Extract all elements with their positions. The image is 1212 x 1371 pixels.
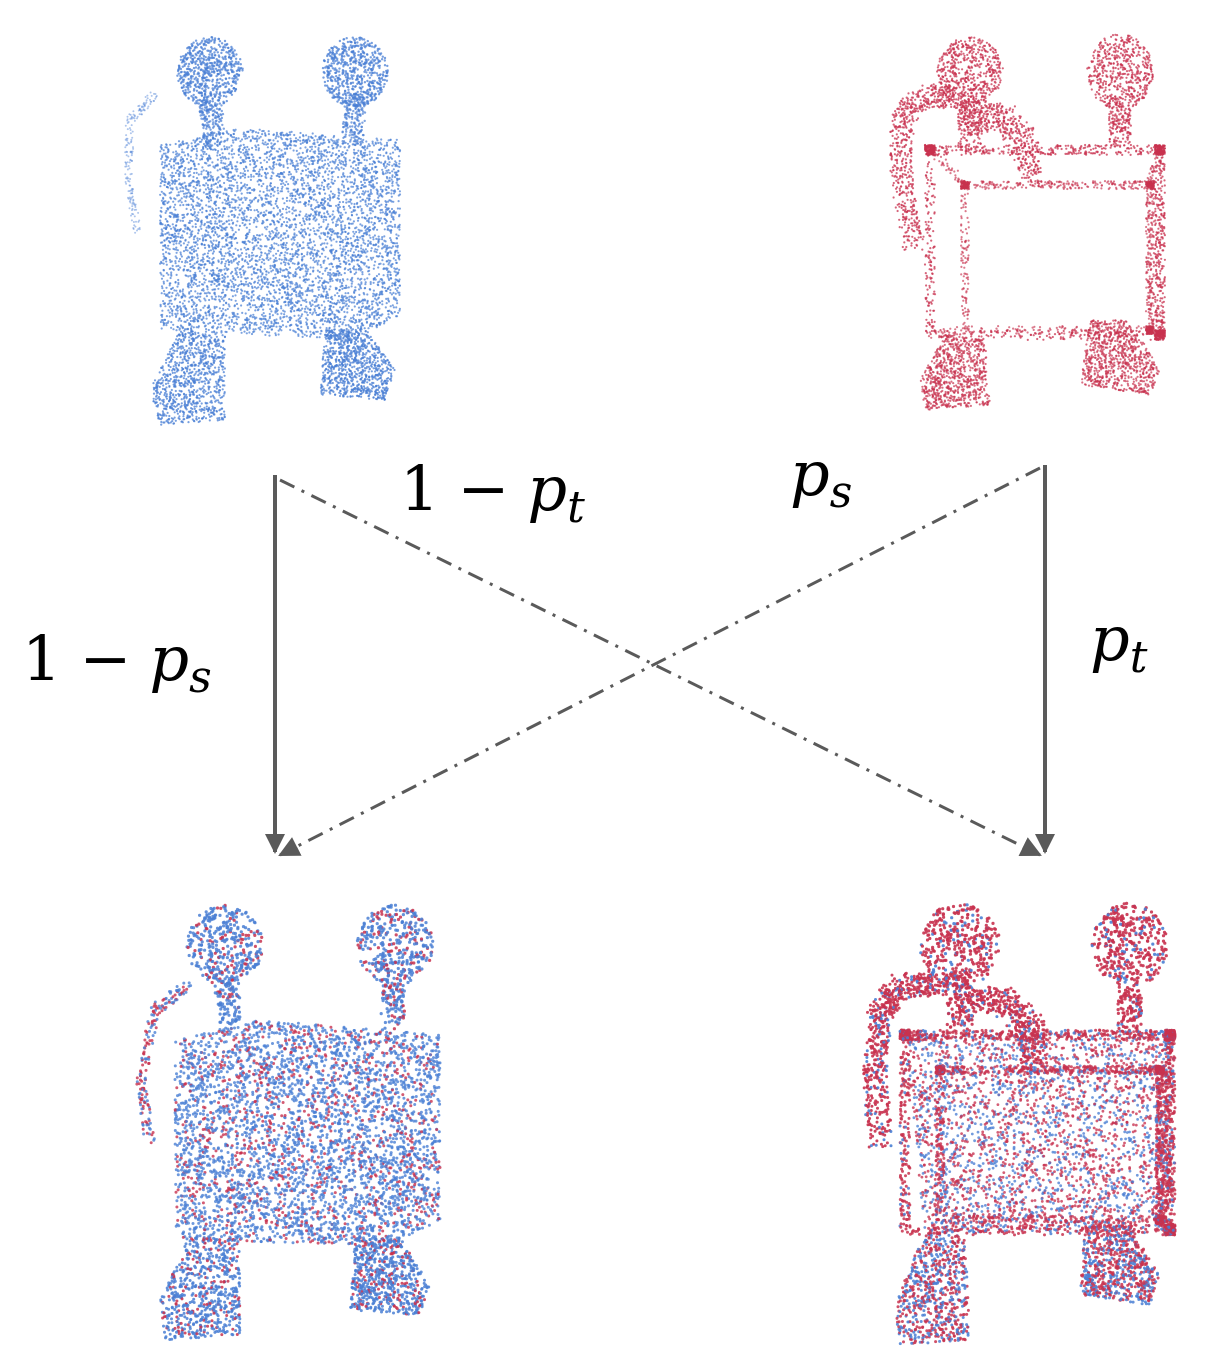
target-point-cloud [889, 34, 1166, 411]
source-point-cloud [124, 36, 401, 426]
mixed-point-cloud-left [135, 904, 441, 1341]
label-one-minus-pt: 1−pt [400, 452, 585, 533]
label-pt-right: pt [1090, 602, 1148, 683]
label-ps-top: ps [790, 437, 852, 518]
mixed-point-cloud-right [862, 902, 1176, 1345]
arrow-cross-down-right [280, 480, 1040, 855]
label-one-minus-ps: 1−ps [22, 622, 212, 703]
arrow-cross-down-left [280, 468, 1040, 855]
